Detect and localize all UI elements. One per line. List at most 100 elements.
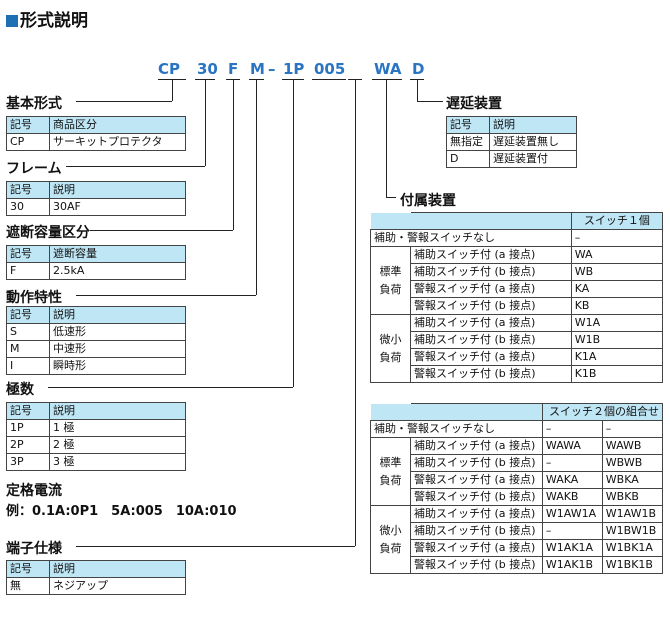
table-cell: WBKB: [601, 488, 664, 506]
table-cell: I: [6, 357, 50, 375]
table-cell: 補助スイッチ付 (b 接点): [410, 522, 543, 540]
operation-label: 動作特性: [6, 290, 62, 306]
table-cell: 無指定: [446, 133, 490, 151]
frame-header-code: 記号: [6, 181, 50, 199]
delay-header-desc: 説明: [489, 116, 577, 134]
table-cell: WBWB: [601, 454, 664, 472]
code-1p: 1P: [283, 60, 305, 78]
table-cell: 警報スイッチ付 (b 接点): [410, 297, 572, 315]
table-cell: 1P: [6, 419, 50, 437]
delay-header-code: 記号: [446, 116, 490, 134]
group-standard: 標準負荷: [370, 246, 411, 315]
table-cell: K1A: [570, 348, 664, 366]
accessory-double-table: スイッチ２個の組合せ 補助・警報スイッチなし – – 標準負荷 補助スイッチ付 …: [370, 403, 664, 574]
table-cell: –: [601, 420, 664, 438]
table-cell: 30AF: [49, 198, 186, 216]
table-cell: 補助スイッチ付 (b 接点): [410, 454, 543, 472]
table-cell: 3 極: [49, 453, 186, 471]
table-cell: 遅延装置無し: [489, 133, 577, 151]
square-bullet-icon: [6, 15, 18, 27]
table-cell: W1AW1A: [541, 505, 603, 523]
table-cell: 補助・警報スイッチなし: [370, 420, 543, 438]
table-cell: 補助スイッチ付 (b 接点): [410, 263, 572, 281]
table-cell: WAWB: [601, 437, 664, 455]
operation-header-desc: 説明: [49, 306, 186, 324]
table-cell: 1 極: [49, 419, 186, 437]
table-cell: 補助スイッチ付 (b 接点): [410, 331, 572, 349]
table-cell: 警報スイッチ付 (b 接点): [410, 365, 572, 383]
rated-example: 例：0.1A:0P1 5A:005 10A:010: [6, 504, 237, 519]
terminal-header-code: 記号: [6, 560, 50, 578]
table-cell: 警報スイッチ付 (a 接点): [410, 280, 572, 298]
table-cell: WB: [570, 263, 664, 281]
double-header: スイッチ２個の組合せ: [541, 403, 664, 421]
delay-label: 遅延装置: [446, 96, 502, 112]
kihon-header-code: 記号: [6, 116, 50, 134]
frame-header-desc: 説明: [49, 181, 186, 199]
table-cell: ネジアップ: [49, 577, 186, 595]
table-cell: 2.5kA: [49, 262, 186, 280]
table-cell: M: [6, 340, 50, 358]
table-cell: 低速形: [49, 323, 186, 341]
group-micro: 微小負荷: [370, 314, 411, 383]
code-dash: –: [268, 60, 276, 78]
poles-label: 極数: [6, 382, 34, 398]
table-cell: –: [541, 522, 603, 540]
breaking-label: 遮断容量区分: [6, 225, 90, 241]
table-cell: –: [541, 454, 603, 472]
table-cell: 補助スイッチ付 (a 接点): [410, 246, 572, 264]
table-cell: –: [570, 229, 664, 247]
table-cell: サーキットプロテクタ: [49, 133, 186, 151]
table-cell: 補助スイッチ付 (a 接点): [410, 437, 543, 455]
frame-label: フレーム: [6, 161, 62, 177]
table-cell: W1BK1B: [601, 556, 664, 574]
table-cell: D: [446, 150, 490, 168]
breaking-header-desc: 遮断容量: [49, 245, 186, 263]
table-cell: S: [6, 323, 50, 341]
none-label: 補助・警報スイッチなし: [370, 229, 572, 247]
single-header: スイッチ１個: [570, 212, 664, 230]
table-cell: 警報スイッチ付 (a 接点): [410, 348, 572, 366]
table-cell: 警報スイッチ付 (a 接点): [410, 539, 543, 557]
poles-header-code: 記号: [6, 402, 50, 420]
title-text: 形式説明: [20, 11, 88, 31]
table-cell: 警報スイッチ付 (a 接点): [410, 471, 543, 489]
table-cell: 補助スイッチ付 (a 接点): [410, 505, 543, 523]
table-cell: W1AK1B: [541, 556, 603, 574]
table-cell: KA: [570, 280, 664, 298]
table-cell: 警報スイッチ付 (b 接点): [410, 488, 543, 506]
table-cell: WAWA: [541, 437, 603, 455]
page-title: 形式説明: [6, 6, 88, 31]
terminal-header-desc: 説明: [49, 560, 186, 578]
table-cell: WA: [570, 246, 664, 264]
table-cell: WAKA: [541, 471, 603, 489]
table-cell: 2 極: [49, 436, 186, 454]
table-cell: 3P: [6, 453, 50, 471]
code-m: M: [250, 60, 265, 78]
accessory-label: 付属装置: [400, 193, 456, 209]
table-cell: W1AW1B: [601, 505, 664, 523]
code-d: D: [412, 60, 425, 78]
table-cell: 警報スイッチ付 (b 接点): [410, 556, 543, 574]
table-cell: F: [6, 262, 50, 280]
kihon-header-desc: 商品区分: [49, 116, 186, 134]
code-cp: CP: [158, 60, 181, 78]
terminal-label: 端子仕様: [6, 541, 62, 557]
poles-header-desc: 説明: [49, 402, 186, 420]
table-cell: 30: [6, 198, 50, 216]
terminal-table: 記号説明 無ネジアップ: [6, 560, 186, 595]
code-f: F: [228, 60, 239, 78]
table-cell: 中速形: [49, 340, 186, 358]
table-cell: 遅延装置付: [489, 150, 577, 168]
table-cell: 瞬時形: [49, 357, 186, 375]
table-cell: K1B: [570, 365, 664, 383]
accessory-single-table: スイッチ１個 補助・警報スイッチなし – 標準負荷 補助スイッチ付 (a 接点)…: [370, 212, 664, 383]
code-wa: WA: [374, 60, 402, 78]
table-cell: WAKB: [541, 488, 603, 506]
group-standard-double: 標準負荷: [370, 437, 411, 506]
